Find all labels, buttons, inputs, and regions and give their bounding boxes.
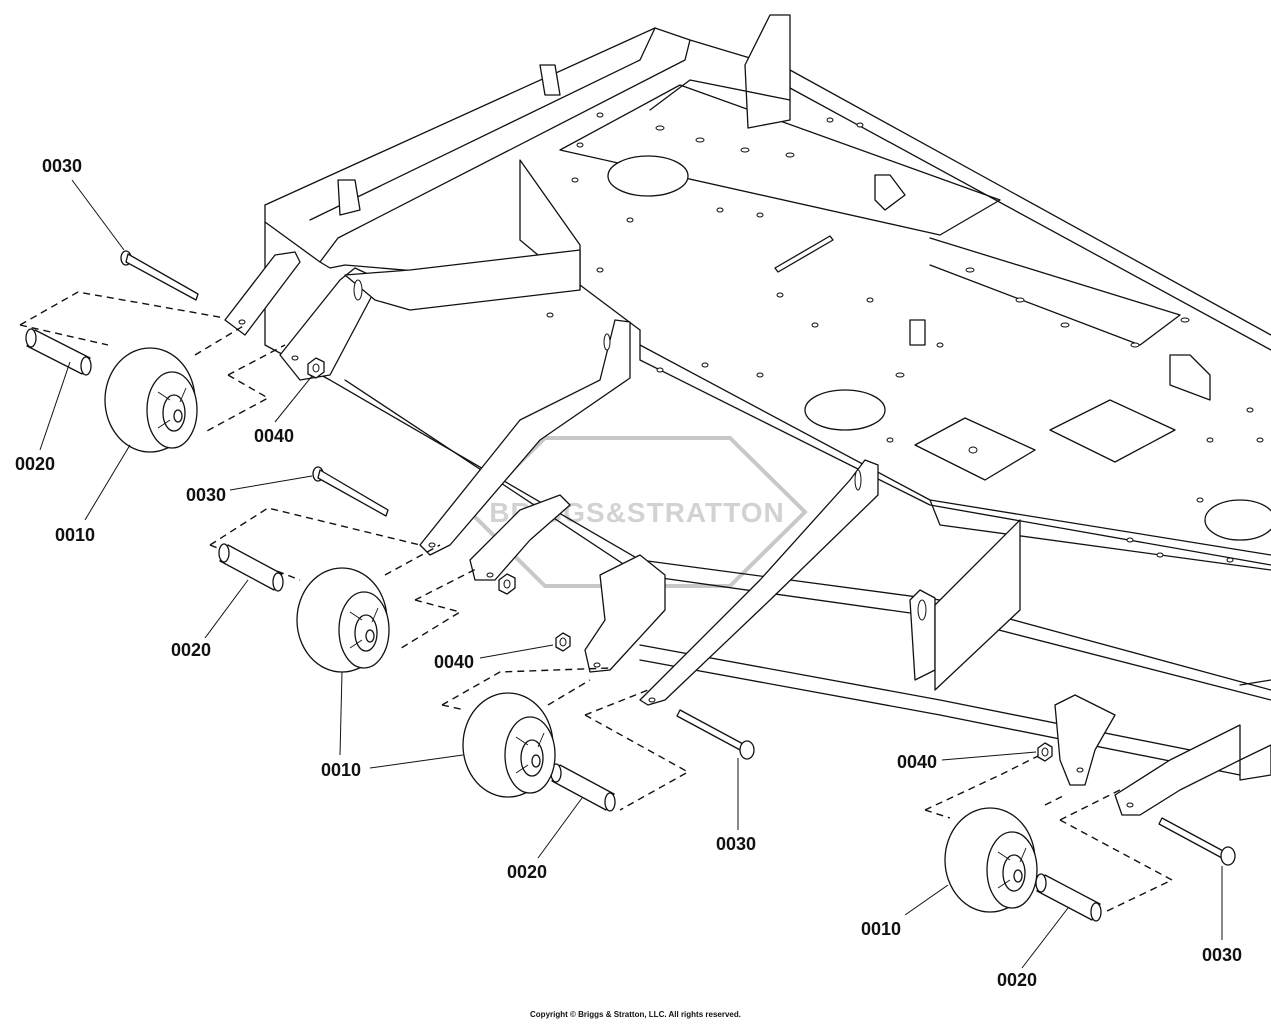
- spacer-right: [1035, 873, 1102, 922]
- callout-0030-right: 0030: [1202, 945, 1242, 965]
- deck-holes: [546, 112, 1264, 563]
- copyright-notice: Copyright © Briggs & Stratton, LLC. All …: [530, 1010, 741, 1019]
- callout-0040-rear-left: 0040: [254, 426, 294, 446]
- bolt-middle-left: [312, 466, 389, 517]
- nut-rear-left: [307, 357, 325, 379]
- wheel-brackets: [224, 249, 1271, 816]
- bolt-rear-left: [120, 250, 199, 301]
- callout-0040-right: 0040: [897, 752, 937, 772]
- callout-0030-middle-left: 0030: [186, 485, 226, 505]
- callout-0010-right: 0010: [861, 919, 901, 939]
- nut-middle-left: [498, 573, 516, 595]
- wheel-middle-left: [296, 567, 390, 673]
- callout-0010-middle-left: 0010: [321, 760, 361, 780]
- nut-right: [1037, 742, 1053, 762]
- wheel-rear-left: [104, 347, 198, 453]
- wheel-center: [462, 692, 556, 798]
- callout-0020-center: 0020: [507, 862, 547, 882]
- spacer-rear-left: [25, 328, 92, 376]
- callout-labels: 0030 0020 0010 0040 0030 0020 0010 0040 …: [15, 156, 1242, 990]
- mower-deck: [264, 14, 1271, 776]
- spacer-middle-left: [218, 543, 284, 592]
- callout-0020-middle-left: 0020: [171, 640, 211, 660]
- leader-lines: [39, 179, 1223, 969]
- spacer-center: [550, 763, 616, 812]
- callout-0010-rear-left: 0010: [55, 525, 95, 545]
- callout-0040-center: 0040: [434, 652, 474, 672]
- callout-0020-right: 0020: [997, 970, 1037, 990]
- callout-0030-rear-left: 0030: [42, 156, 82, 176]
- nut-center: [555, 632, 571, 652]
- bolt-center-front: [676, 709, 755, 760]
- wheel-right: [944, 807, 1038, 913]
- callout-0030-center: 0030: [716, 834, 756, 854]
- callout-0020-rear-left: 0020: [15, 454, 55, 474]
- bolt-right: [1158, 817, 1236, 866]
